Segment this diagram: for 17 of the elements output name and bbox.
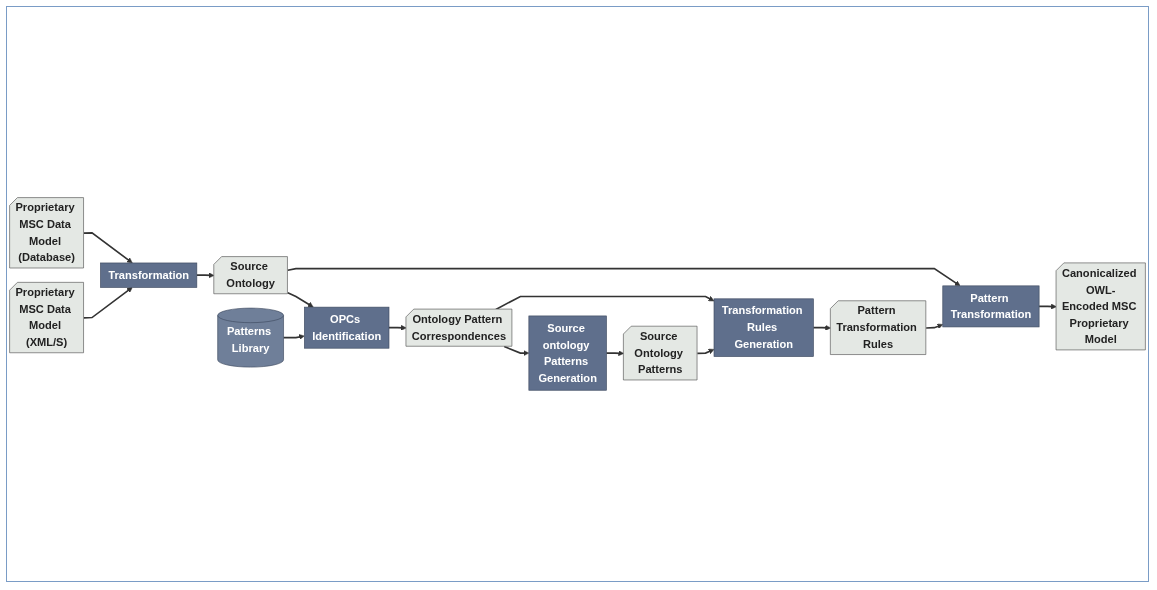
node-box: OPCs Identification xyxy=(304,306,390,349)
node-box: Transformation Rules Generation xyxy=(713,298,814,357)
arrow xyxy=(83,232,133,264)
arrow xyxy=(696,348,715,355)
node-box: Transformation xyxy=(100,262,198,288)
arrow xyxy=(286,267,961,287)
arrow xyxy=(286,292,314,308)
arrow xyxy=(282,334,305,340)
node-box: Pattern Transformation xyxy=(942,285,1040,328)
arrow xyxy=(503,345,530,356)
arrow xyxy=(196,272,215,279)
node-box: Source ontology Patterns Generation xyxy=(528,315,607,391)
arrow xyxy=(495,295,715,311)
arrow xyxy=(388,325,407,331)
arrow xyxy=(925,323,944,330)
arrow xyxy=(83,287,133,319)
arrow xyxy=(605,350,624,357)
